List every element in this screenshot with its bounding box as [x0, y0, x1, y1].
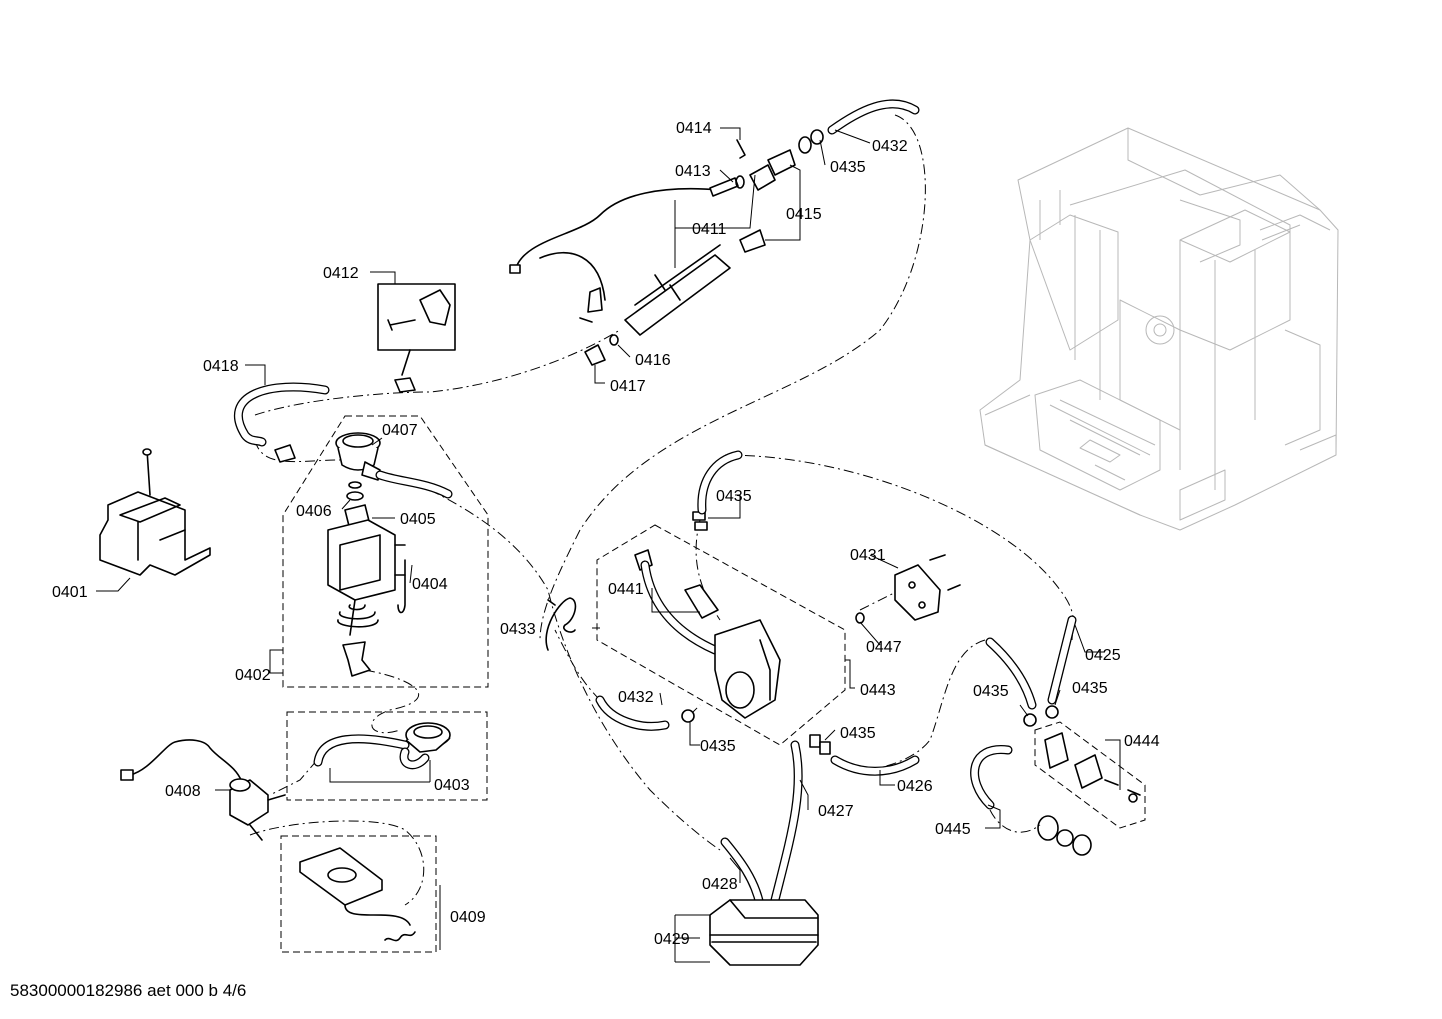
part-0409-flowmeter — [299, 847, 416, 942]
callout-0418: 0418 — [203, 358, 239, 375]
callout-0409: 0409 — [450, 909, 486, 926]
callout-0412: 0412 — [323, 265, 359, 282]
callout-0443: 0443 — [860, 682, 896, 699]
part-0418-hose — [234, 382, 330, 463]
part-hoses-right — [697, 450, 1077, 910]
group-0402-outline — [282, 415, 489, 688]
routing-lines — [249, 114, 1074, 906]
group-0409-outline — [280, 835, 437, 953]
callout-0432-mid: 0432 — [618, 689, 654, 706]
group-outlines — [280, 415, 1146, 953]
part-0433-clip — [545, 597, 577, 651]
part-0416-0417-fittings — [584, 334, 619, 366]
callout-0433: 0433 — [500, 621, 536, 638]
part-0411-heater — [509, 187, 731, 336]
callout-0411: 0411 — [692, 221, 727, 238]
callout-0417: 0417 — [610, 378, 646, 395]
group-0444-outline — [1034, 721, 1146, 829]
part-0415-connector — [739, 136, 812, 253]
part-0441-0443-gearmotor — [634, 549, 781, 719]
callout-0435-a: 0435 — [716, 488, 752, 505]
callout-0401: 0401 — [52, 584, 88, 601]
callout-0413: 0413 — [675, 163, 711, 180]
callout-0435-b: 0435 — [973, 683, 1009, 700]
callout-0414: 0414 — [676, 120, 712, 137]
part-0408-pump — [120, 739, 286, 841]
callout-labels: 0414 0413 0432 0435 0411 0415 0412 0416 … — [52, 120, 1160, 948]
part-0407-valve — [335, 432, 381, 481]
part-0445-hose-fittings — [1037, 815, 1092, 856]
part-0432-hose-mid — [595, 695, 695, 731]
callout-0435-top: 0435 — [830, 159, 866, 176]
part-0405-pump — [327, 504, 406, 677]
callout-0432-top: 0432 — [872, 138, 908, 155]
callout-0435-c: 0435 — [1072, 680, 1108, 697]
part-0431-mount — [894, 554, 961, 621]
callout-leaders — [96, 127, 1121, 963]
part-0435-nuts — [692, 511, 1059, 755]
part-0447-oring — [855, 612, 865, 624]
callout-0435-e: 0435 — [700, 738, 736, 755]
part-0412-clip — [377, 283, 456, 393]
part-0429-tank — [709, 899, 819, 966]
callout-0445: 0445 — [935, 821, 971, 838]
callout-0426: 0426 — [897, 778, 933, 795]
callout-0428: 0428 — [702, 876, 738, 893]
callout-0435-d: 0435 — [840, 725, 876, 742]
part-0413-fitting — [709, 175, 745, 197]
callout-0402: 0402 — [235, 667, 271, 684]
callout-0431: 0431 — [850, 547, 886, 564]
part-0403-valve — [405, 722, 451, 753]
group-0443-outline — [596, 524, 846, 746]
callout-0405: 0405 — [400, 511, 436, 528]
callout-0447: 0447 — [866, 639, 902, 656]
machine-housing — [979, 127, 1339, 531]
drawing-number: 58300000182986 aet 000 b 4/6 — [10, 981, 247, 1000]
callout-0406: 0406 — [296, 503, 332, 520]
part-0406-seal — [346, 481, 364, 501]
callout-0415: 0415 — [786, 206, 822, 223]
part-0432-hose-top — [810, 99, 920, 145]
group-0403-outline — [286, 711, 488, 801]
callout-0427: 0427 — [818, 803, 854, 820]
part-0444-valve — [1044, 732, 1141, 803]
callout-0404: 0404 — [412, 576, 448, 593]
callout-0441: 0441 — [608, 581, 644, 598]
callout-0425: 0425 — [1085, 647, 1121, 664]
callout-0416: 0416 — [635, 352, 671, 369]
callout-0407: 0407 — [382, 422, 418, 439]
callout-0408: 0408 — [165, 783, 201, 800]
callout-0403: 0403 — [434, 777, 470, 794]
callout-0444: 0444 — [1124, 733, 1160, 750]
callout-0429: 0429 — [654, 931, 690, 948]
part-0401-bracket — [99, 448, 211, 576]
part-0414-clip — [736, 139, 746, 159]
